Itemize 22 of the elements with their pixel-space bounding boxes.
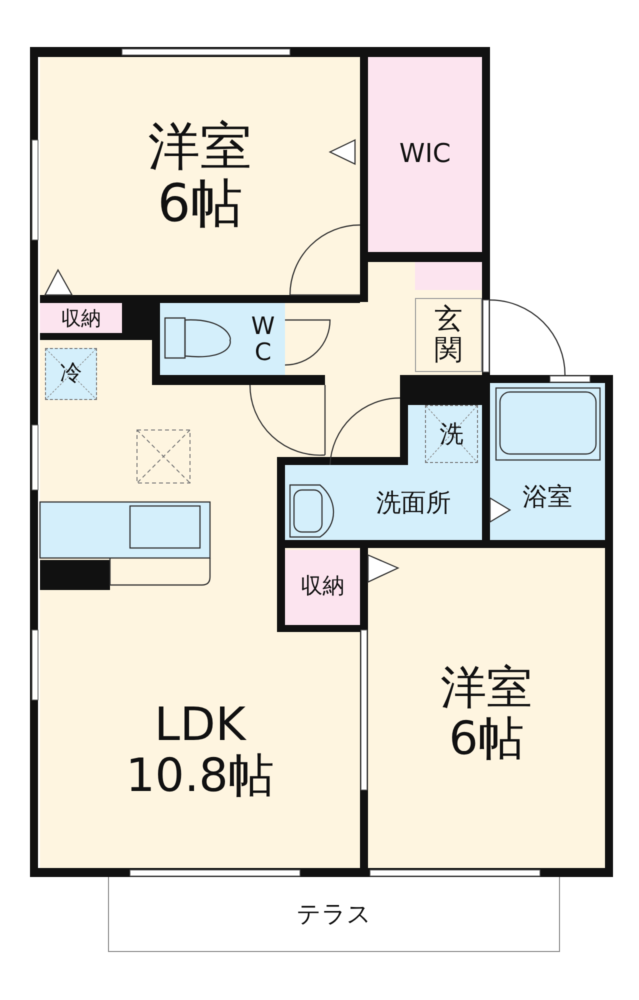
- room-label: 洗面所: [376, 488, 451, 516]
- storage-area: [40, 303, 122, 333]
- room-label: 洋室6帖: [147, 118, 253, 234]
- room-label: WIC: [399, 140, 451, 169]
- terrace-area: [108, 877, 560, 952]
- toilet-area: [160, 303, 285, 375]
- room-label: テラス: [296, 900, 372, 928]
- fridge-space: [45, 348, 97, 400]
- entrance-area: [415, 298, 482, 372]
- room-label: 冷: [60, 362, 82, 386]
- room-label: 洗: [440, 420, 464, 448]
- storage-area: [285, 550, 360, 625]
- room-label: 収納: [300, 575, 344, 600]
- room-label: LDK 10.8帖: [124, 699, 276, 801]
- room-label: 収納: [61, 307, 101, 329]
- washroom-area: [285, 465, 482, 540]
- room-label: 浴室: [522, 482, 572, 510]
- room-label: W C: [251, 312, 275, 366]
- closet-area: [368, 57, 482, 252]
- washer-space: [425, 405, 478, 463]
- room-label: 玄関: [434, 304, 462, 366]
- room-label: 洋室6帖: [439, 662, 534, 764]
